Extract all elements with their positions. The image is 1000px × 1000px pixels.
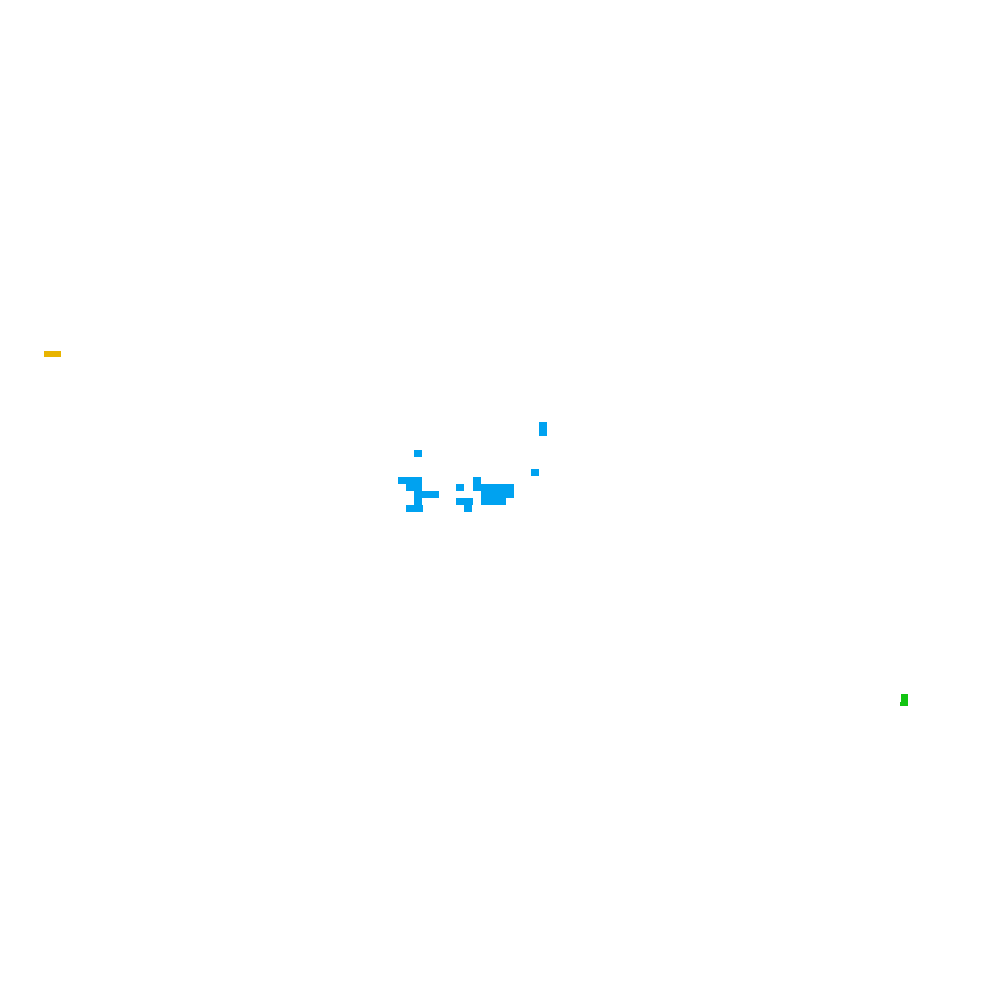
blue-cell bbox=[464, 505, 472, 512]
blue-cell bbox=[406, 505, 423, 512]
blue-cell bbox=[473, 477, 481, 484]
blue-cell bbox=[456, 484, 464, 491]
green-cell bbox=[901, 694, 908, 706]
blue-cell bbox=[481, 498, 506, 505]
blue-cell bbox=[539, 422, 547, 436]
blue-cell bbox=[406, 484, 422, 491]
yellow-player-blob bbox=[44, 351, 61, 357]
blue-cell bbox=[414, 498, 422, 505]
green-player-blob bbox=[900, 694, 908, 707]
blue-cell bbox=[414, 450, 422, 457]
blue-cell bbox=[398, 477, 422, 484]
blue-cell bbox=[473, 484, 481, 491]
green-cell bbox=[900, 702, 903, 706]
blue-cell bbox=[531, 469, 539, 476]
blue-cell bbox=[481, 484, 514, 498]
blue-cell bbox=[414, 491, 439, 498]
blue-cell bbox=[456, 498, 473, 505]
